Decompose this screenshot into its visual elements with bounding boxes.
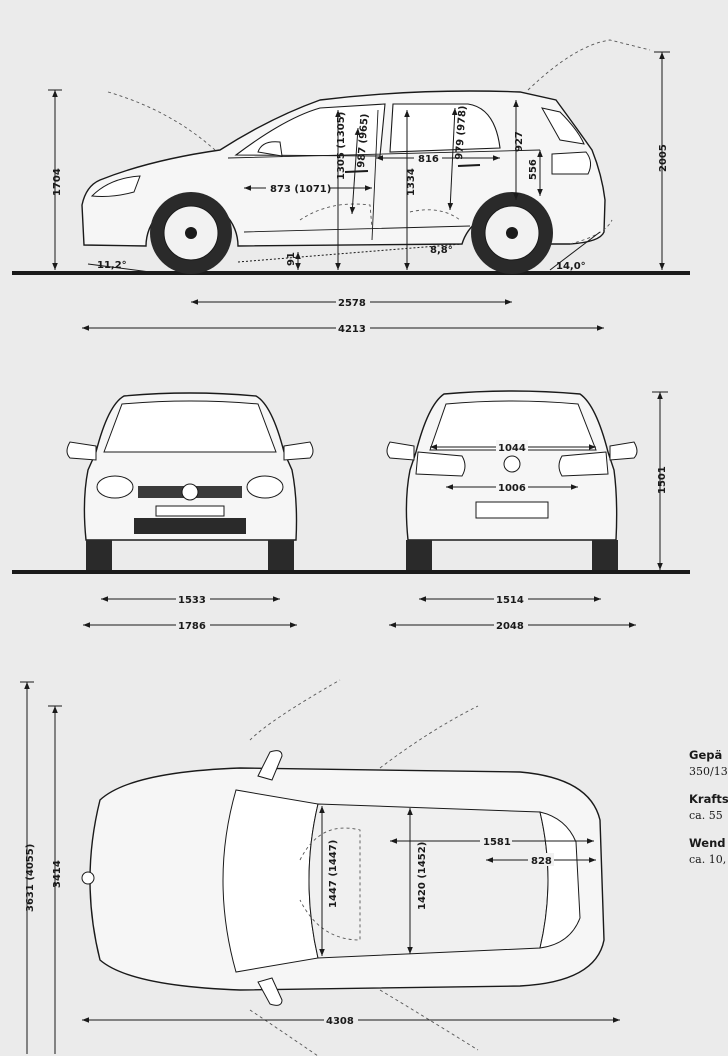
dim-rear-legroom: 816	[418, 154, 439, 165]
mirror-rear-right	[609, 441, 638, 461]
note-fuel: Krafts ca. 55	[689, 792, 728, 822]
note-title: Gepä	[689, 748, 723, 762]
dim-track-front: 1533	[178, 595, 206, 606]
vw-logo-rear	[503, 455, 521, 473]
windscreen-top	[222, 789, 319, 973]
dim-loading-sill: 556	[528, 159, 539, 180]
dim-track-rear: 1514	[496, 595, 524, 606]
rear-screen-top	[539, 811, 581, 949]
plate-front	[155, 505, 225, 517]
mirror-right	[283, 441, 314, 461]
front-wheel	[150, 192, 232, 274]
note-title: Krafts	[689, 792, 728, 806]
dim-length-a: 3631 (4055)	[25, 844, 36, 912]
dim-height: 1704	[52, 168, 63, 196]
dim-interior-length: 1581	[483, 837, 511, 848]
mirror-top-lower	[257, 977, 283, 1006]
headlight-right	[246, 475, 284, 499]
dim-wheelbase: 2578	[338, 298, 366, 309]
rear-wheel	[471, 192, 553, 274]
mirror-rear-left	[386, 441, 415, 461]
dim-ramp-angle: 8,8°	[430, 245, 453, 256]
rear-window	[541, 107, 585, 145]
mirror-top-upper	[257, 750, 283, 781]
note-luggage: Gepä 350/13	[689, 748, 728, 778]
tyre-rear-right	[592, 540, 618, 570]
dashed-interior	[107, 39, 651, 245]
dim-boot-width-top: 1044	[498, 443, 526, 454]
dim-elbow-front: 1447 (1447)	[328, 840, 339, 908]
roof-outline	[308, 803, 549, 959]
taillight-left	[415, 451, 466, 477]
side-view: 1704 2005 1305 (1305) 987 (965) 1334 979…	[12, 39, 690, 335]
dim-overall-length: 4308	[326, 1016, 354, 1027]
dim-width-front: 1786	[178, 621, 206, 632]
taillight-side	[551, 151, 592, 175]
rear-view: 1044 1006 1501 1514 2048	[386, 390, 668, 632]
tyre-rear-left	[406, 540, 432, 570]
tyre-front-right	[268, 540, 294, 570]
dim-height-rear: 1501	[657, 466, 668, 494]
plate-rear	[475, 501, 549, 519]
dim-departure-angle: 14,0°	[556, 261, 586, 272]
top-view: 3631 (4055) 3414 1447 (1447) 1420 (1452)…	[20, 679, 620, 1056]
dim-front-headroom: 1305 (1305)	[336, 112, 347, 180]
dim-front-legroom: 873 (1071)	[270, 184, 331, 195]
rear-screen	[429, 400, 597, 451]
mirror-left	[66, 441, 97, 461]
front-view: 1533 1786	[12, 392, 690, 632]
dim-length: 4213	[338, 324, 366, 335]
side-windows	[234, 103, 501, 157]
taillight-right	[558, 451, 609, 477]
dim-ground-clearance: 91	[286, 252, 297, 266]
dim-front-seat: 987 (965)	[356, 113, 371, 168]
dashed-doors-top	[249, 679, 479, 1056]
dim-boot-length: 828	[531, 856, 552, 867]
note-turning: Wend ca. 10,	[689, 836, 728, 866]
dim-width-mirrors: 2048	[496, 621, 524, 632]
vw-logo-top	[81, 871, 95, 885]
dim-boot-width-arches: 1006	[498, 483, 526, 494]
mirror-side	[257, 141, 283, 157]
belt-line	[227, 109, 541, 241]
windscreen	[103, 400, 277, 453]
grille-lower	[134, 518, 246, 534]
dim-length-b: 3414	[52, 860, 63, 888]
dim-rear-headroom: 979 (978)	[454, 105, 469, 160]
dim-interior-height: 1334	[406, 168, 417, 196]
note-title: Wend	[689, 836, 726, 850]
dim-height-mirrors: 2005	[658, 144, 669, 172]
headlight-side	[90, 175, 141, 197]
vw-logo-front	[181, 483, 199, 501]
note-value: 350/13	[689, 765, 728, 778]
note-value: ca. 55	[689, 809, 723, 822]
headlight-left	[96, 475, 134, 499]
dim-approach-angle: 11,2°	[97, 260, 127, 271]
spec-notes: Gepä 350/13 Krafts ca. 55 Wend ca. 10,	[689, 748, 728, 880]
dim-seat-roof: 927	[514, 131, 525, 152]
dim-elbow-rear: 1420 (1452)	[417, 842, 428, 910]
note-value: ca. 10,	[689, 853, 727, 866]
tyre-front-left	[86, 540, 112, 570]
